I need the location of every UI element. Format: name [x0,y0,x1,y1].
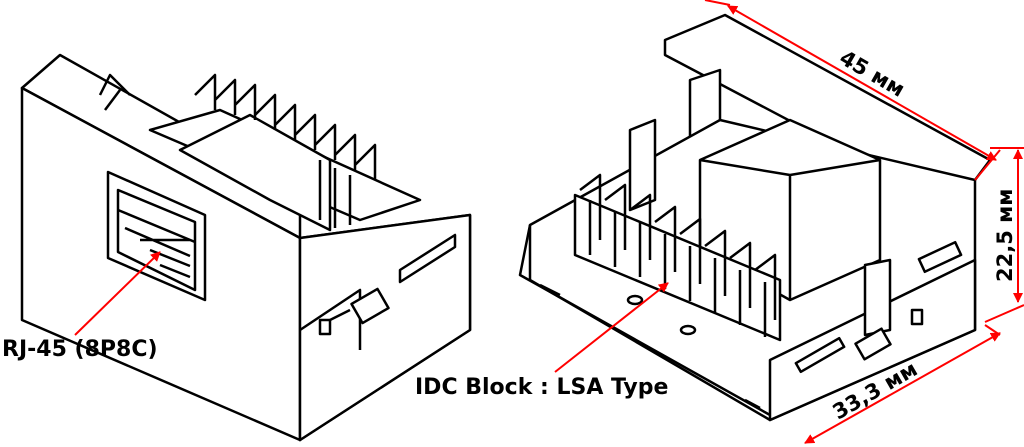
dimension-height-label: 22,5 мм [993,189,1017,282]
idc-label: IDC Block : LSA Type [415,375,668,400]
idc-block [573,173,782,342]
dimension-length-arrow [727,5,997,161]
rj45-port [106,170,207,302]
dimension-depth-arrow [804,332,1001,444]
rj45-callout-arrow [74,251,161,336]
right-module-drawing [518,13,992,422]
left-module-drawing [20,53,472,442]
idc-callout-arrow [554,282,669,373]
dimension-lines [704,0,1024,444]
idc-contacts-rear [148,73,422,232]
rj45-label: RJ-45 (8P8C) [2,337,158,362]
